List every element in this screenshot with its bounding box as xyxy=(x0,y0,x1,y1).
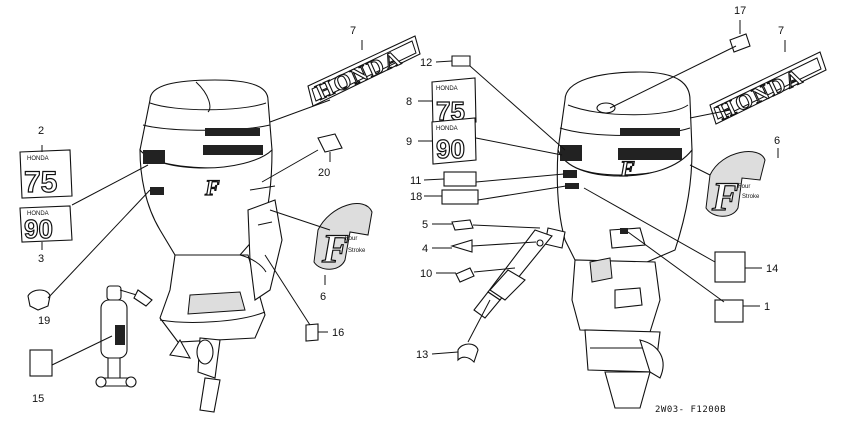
plate-75-value: 75 xyxy=(24,166,57,199)
model-plate-90-left: HONDA 90 xyxy=(19,205,73,245)
callout-15: 15 xyxy=(32,393,44,405)
callout-17: 17 xyxy=(734,5,746,17)
arrow-label-4 xyxy=(450,239,473,253)
left-outboard-motor: F xyxy=(139,79,283,413)
plate-90-brand-right: HONDA xyxy=(436,126,458,132)
motor-decal-right: F xyxy=(619,156,635,181)
label-16 xyxy=(305,323,319,342)
honda-badge-left-text: HONDA xyxy=(312,44,406,104)
callout-3: 3 xyxy=(38,253,44,265)
four-stroke-right-four: Four xyxy=(738,184,750,190)
callout-7-left: 7 xyxy=(350,25,356,37)
label-11 xyxy=(443,171,477,187)
callout-10: 10 xyxy=(420,268,432,280)
plate-90-brand: HONDA xyxy=(27,211,49,217)
callout-8: 8 xyxy=(406,96,412,108)
plate-90-value: 90 xyxy=(24,214,53,244)
callout-numbers: 2 3 19 15 7 20 6 16 17 7 6 14 1 12 8 9 1… xyxy=(32,5,784,415)
four-stroke-left-stroke: Stroke xyxy=(348,248,366,254)
leader-lines-right xyxy=(418,20,786,355)
plate-75-brand: HONDA xyxy=(27,156,49,162)
callout-16: 16 xyxy=(332,327,344,339)
four-stroke-right-f: F xyxy=(711,174,739,219)
callout-1: 1 xyxy=(764,301,770,313)
callout-18: 18 xyxy=(410,191,422,203)
callout-14: 14 xyxy=(766,263,778,275)
diagram-code: 2W03- F1200B xyxy=(655,405,726,415)
callout-7-right: 7 xyxy=(778,25,784,37)
callout-13: 13 xyxy=(416,349,428,361)
model-plate-90-right: HONDA 90 xyxy=(431,117,477,165)
honda-badge-left: HONDA xyxy=(307,35,421,107)
callout-11: 11 xyxy=(410,175,421,187)
four-stroke-left-f: F xyxy=(321,226,349,271)
fuel-bulb-assembly xyxy=(95,285,153,388)
callout-12: 12 xyxy=(420,57,432,69)
model-plate-75-left: HONDA 75 xyxy=(19,149,73,200)
clip-19 xyxy=(27,289,51,311)
label-1 xyxy=(714,299,744,323)
callout-5: 5 xyxy=(422,219,428,231)
label-14 xyxy=(714,251,746,283)
callout-9: 9 xyxy=(406,136,412,148)
plate-90-value-right: 90 xyxy=(436,134,465,164)
label-5 xyxy=(451,219,474,231)
callout-6-right: 6 xyxy=(774,135,780,147)
label-18 xyxy=(441,189,479,205)
honda-badge-right: HONDA xyxy=(709,51,827,125)
callout-20: 20 xyxy=(318,167,330,179)
callout-6-left: 6 xyxy=(320,291,326,303)
honda-badge-right-text: HONDA xyxy=(714,63,808,124)
four-stroke-decal-right: F Four Stroke xyxy=(705,151,766,220)
grip-13 xyxy=(457,343,479,364)
label-20 xyxy=(317,133,343,153)
four-stroke-decal-left: F Four Stroke xyxy=(313,203,373,272)
callout-19: 19 xyxy=(38,315,50,327)
label-15 xyxy=(29,349,53,377)
motor-decal-left: F xyxy=(204,175,220,200)
label-12 xyxy=(451,55,471,67)
callout-4: 4 xyxy=(422,243,428,255)
four-stroke-right-stroke: Stroke xyxy=(742,194,760,200)
emblem-17 xyxy=(729,33,751,53)
right-outboard-motor: F xyxy=(473,71,693,409)
label-10 xyxy=(455,267,475,283)
plate-75-brand-right: HONDA xyxy=(436,86,458,92)
leader-lines-left xyxy=(41,40,363,366)
four-stroke-left-four: Four xyxy=(345,236,357,242)
callout-2: 2 xyxy=(38,125,44,137)
